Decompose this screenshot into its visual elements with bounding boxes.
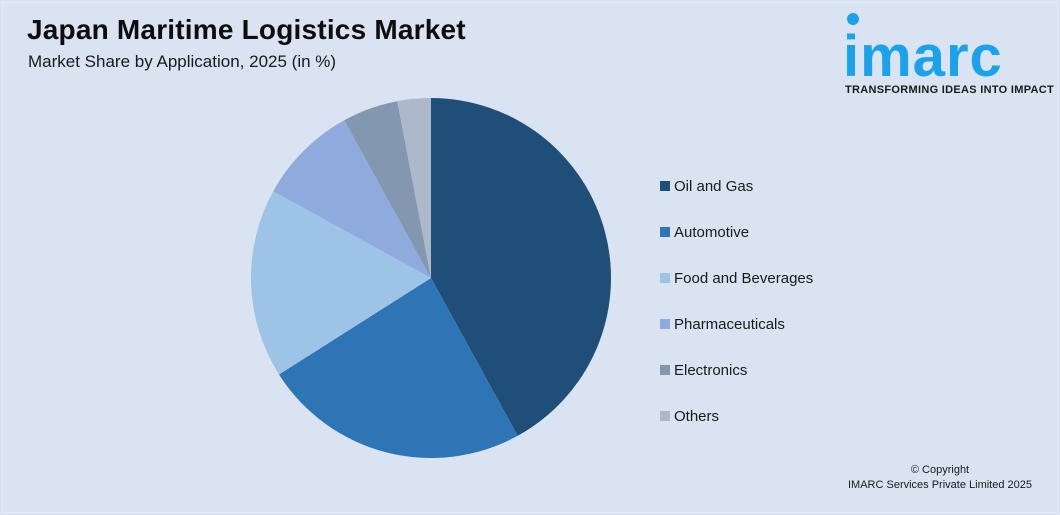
legend-item-automotive: Automotive <box>660 209 813 255</box>
logo-dot-icon <box>847 13 859 25</box>
pie-chart <box>251 98 612 459</box>
legend-item-oil-and-gas: Oil and Gas <box>660 163 813 209</box>
pie-slice-food-and-beverages <box>251 191 431 375</box>
logo-wordmark: imarc <box>843 24 1003 89</box>
legend-swatch-icon <box>660 227 670 237</box>
legend-label: Pharmaceuticals <box>674 315 785 333</box>
legend-label: Food and Beverages <box>674 269 814 287</box>
legend-swatch-icon <box>660 181 670 191</box>
copyright-notice: © Copyright IMARC Services Private Limit… <box>830 463 1050 493</box>
legend-swatch-icon <box>660 411 670 421</box>
legend-label: Electronics <box>674 361 748 379</box>
legend-swatch-icon <box>660 273 670 283</box>
legend-item-food-and-beverages: Food and Beverages <box>660 255 813 301</box>
legend-swatch-icon <box>660 319 670 329</box>
pie-slice-electronics <box>344 101 431 278</box>
legend-label: Automotive <box>674 223 750 241</box>
logo-tagline: TRANSFORMING IDEAS INTO IMPACT <box>845 84 1055 96</box>
copyright-line-2: IMARC Services Private Limited 2025 <box>847 479 1032 491</box>
legend-label: Others <box>674 407 720 425</box>
pie-slice-oil-and-gas <box>431 98 612 436</box>
chart-subtitle: Market Share by Application, 2025 (in %) <box>28 52 337 71</box>
pie-slice-pharmaceuticals <box>273 120 431 278</box>
legend-label: Oil and Gas <box>674 177 754 195</box>
legend-item-electronics: Electronics <box>660 347 813 393</box>
legend-item-pharmaceuticals: Pharmaceuticals <box>660 301 813 347</box>
pie-slice-others <box>397 98 431 278</box>
chart-title: Japan Maritime Logistics Market <box>27 14 466 45</box>
legend-swatch-icon <box>660 365 670 375</box>
pie-slice-automotive <box>279 278 518 459</box>
legend-item-others: Others <box>660 393 813 439</box>
imarc-logo: imarc TRANSFORMING IDEAS INTO IMPACT <box>843 12 1054 102</box>
copyright-line-1: © Copyright <box>910 464 970 476</box>
